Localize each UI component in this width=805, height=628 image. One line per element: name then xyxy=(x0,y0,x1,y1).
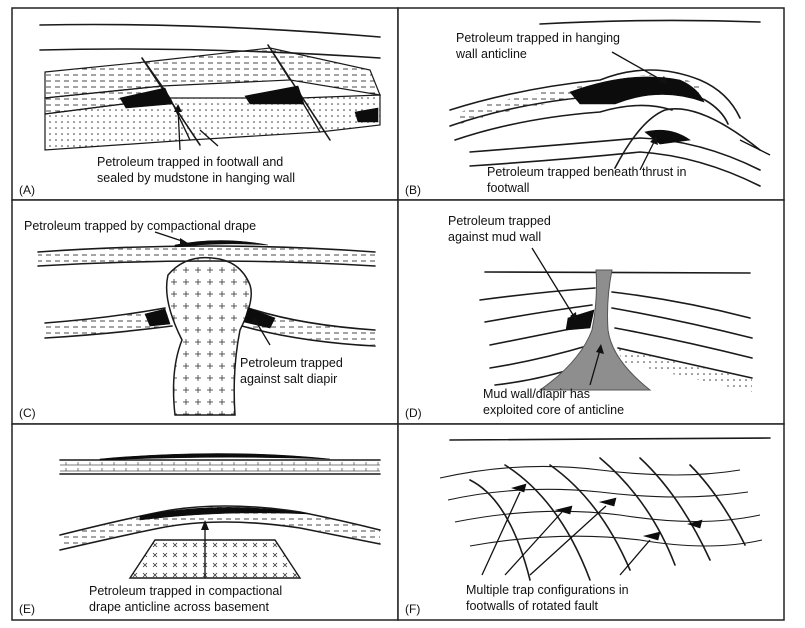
panel-d-bottom-label-line: Mud wall/diapir has xyxy=(483,387,590,401)
panel-d-top-label-line: against mud wall xyxy=(448,230,541,244)
panel-b-letter: (B) xyxy=(405,183,421,197)
panel-f-label-line: Multiple trap configurations in xyxy=(466,583,629,597)
panel-f-letter: (F) xyxy=(405,602,420,616)
basement-block xyxy=(130,540,300,578)
panel-a-label-line: Petroleum trapped in footwall and xyxy=(97,155,283,169)
panel-d: Petroleum trapped against mud wall Mud w… xyxy=(398,200,784,424)
panel-e: Petroleum trapped in compactional drape … xyxy=(12,424,398,620)
panel-c-side-label-line: against salt diapir xyxy=(240,372,337,386)
panel-f: Multiple trap configurations in footwall… xyxy=(398,424,784,620)
panel-d-bottom-label-line: exploited core of anticline xyxy=(483,403,624,417)
panel-b-bottom-label-line: Petroleum trapped beneath thrust in xyxy=(487,165,686,179)
panel-c: Petroleum trapped by compactional drape … xyxy=(12,200,398,424)
panel-a-label-line: sealed by mudstone in hanging wall xyxy=(97,171,295,185)
panel-b-bottom-label-line: footwall xyxy=(487,181,529,195)
panel-c-top-label: Petroleum trapped by compactional drape xyxy=(24,219,256,233)
panel-d-letter: (D) xyxy=(405,406,422,420)
panel-b: Petroleum trapped in hanging wall anticl… xyxy=(398,8,784,200)
panel-e-label-line: Petroleum trapped in compactional xyxy=(89,584,282,598)
panel-f-label-line: footwalls of rotated fault xyxy=(466,599,599,613)
panel-b-top-label-line: Petroleum trapped in hanging xyxy=(456,31,620,45)
panel-b-top-label-line: wall anticline xyxy=(455,47,527,61)
panel-a-letter: (A) xyxy=(19,183,35,197)
panel-c-side-label-line: Petroleum trapped xyxy=(240,356,343,370)
panel-e-letter: (E) xyxy=(19,602,35,616)
panel-d-top-label-line: Petroleum trapped xyxy=(448,214,551,228)
panel-e-label-line: drape anticline across basement xyxy=(89,600,269,614)
panel-c-letter: (C) xyxy=(19,406,36,420)
panel-a: Petroleum trapped in footwall and sealed… xyxy=(12,8,398,200)
